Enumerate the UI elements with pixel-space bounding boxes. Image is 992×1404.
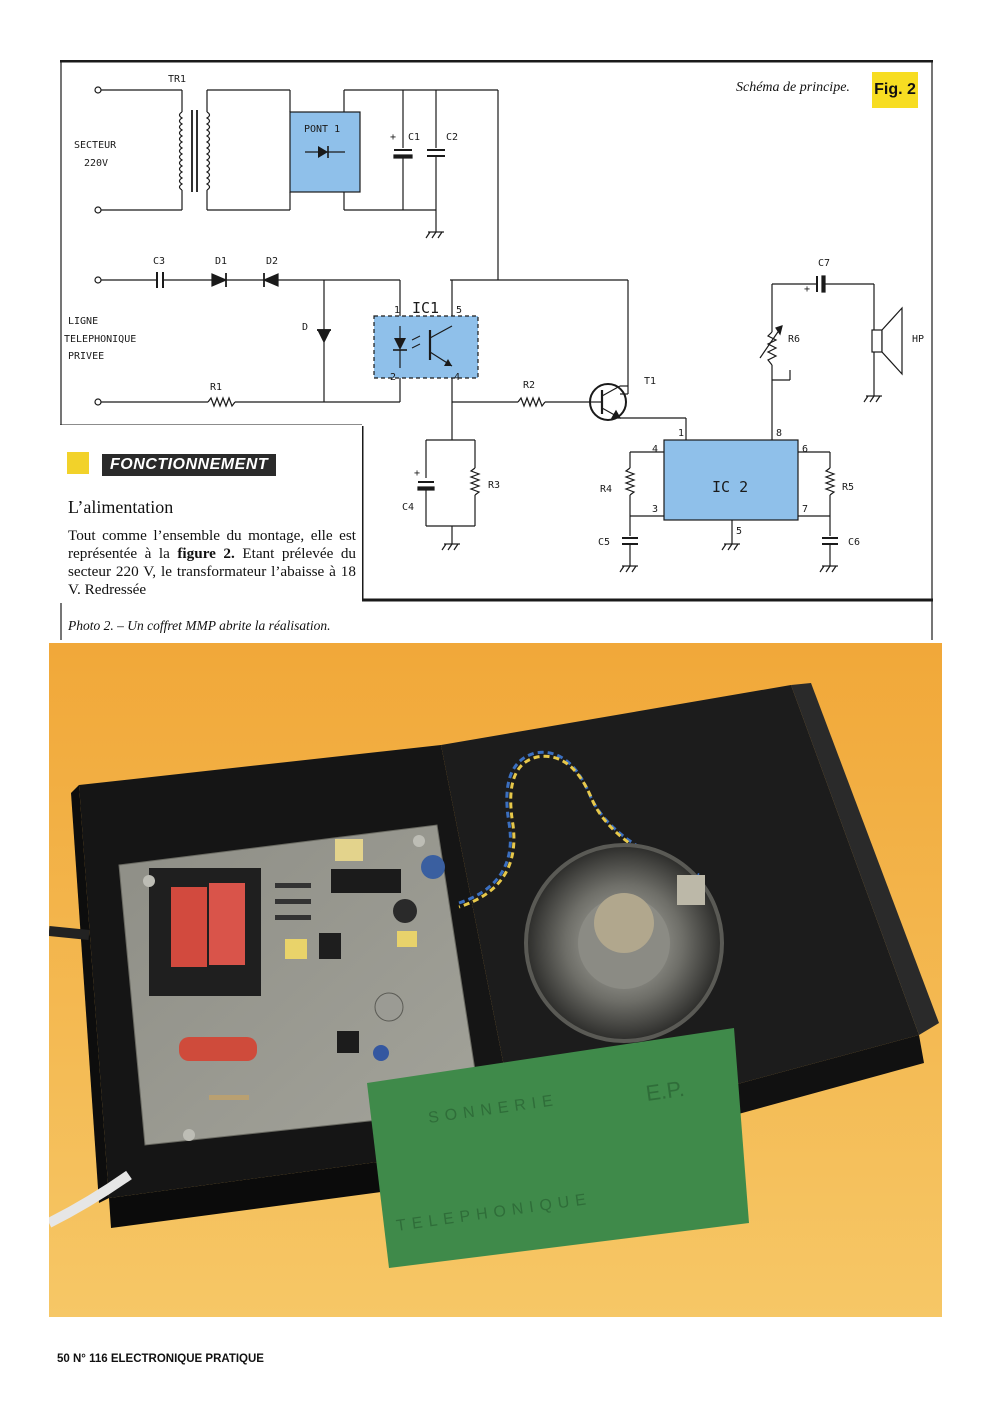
- circuit-schematic: TR1 SECTEUR 220V PONT 1 + C1 C2 C3 D1 D2…: [60, 60, 933, 640]
- label-r5: R5: [842, 482, 854, 493]
- label-plus-c7: +: [804, 284, 810, 295]
- body-text-end: Etant prélevée du secteur 220 V, le tran…: [68, 545, 357, 598]
- article-body: Tout comme l’ensemble du montage, elle e…: [68, 527, 356, 599]
- label-ic2-pin7: 7: [802, 504, 808, 515]
- label-telephonique: TELEPHONIQUE: [64, 334, 136, 345]
- label-ep: E.P.: [644, 1076, 686, 1106]
- label-privee: PRIVEE: [68, 351, 104, 362]
- label-c2: C2: [446, 132, 458, 143]
- label-c5: C5: [598, 537, 610, 548]
- label-ic1-pin1: 1: [394, 305, 400, 316]
- page-footer: 50 N° 116 ELECTRONIQUE PRATIQUE: [57, 1353, 264, 1365]
- section-heading: FONCTIONNEMENT: [102, 454, 277, 476]
- body-text-bold: figure 2.: [177, 545, 235, 562]
- label-ic1-pin4: 4: [454, 372, 460, 383]
- label-ic2-pin6: 6: [802, 444, 808, 455]
- label-ligne: LIGNE: [68, 316, 98, 327]
- label-r6: R6: [788, 334, 800, 345]
- label-r4: R4: [600, 484, 612, 495]
- label-ic2-pin4: 4: [652, 444, 658, 455]
- label-secteur: SECTEUR: [74, 140, 117, 151]
- label-ic1-pin5: 5: [456, 305, 462, 316]
- label-ic2-pin5: 5: [736, 526, 742, 537]
- label-r2: R2: [523, 380, 535, 391]
- label-c4: C4: [402, 502, 414, 513]
- label-ic1: IC1: [412, 299, 439, 317]
- label-ic1-pin2: 2: [390, 372, 396, 383]
- label-t1: T1: [644, 376, 656, 387]
- label-plus-c4: +: [414, 468, 420, 479]
- label-ic2-pin1: 1: [678, 428, 684, 439]
- label-c1: C1: [408, 132, 420, 143]
- article-subheading: L’alimentation: [68, 497, 174, 517]
- project-photo: SONNERIE E.P. TELEPHONIQUE: [46, 643, 942, 1317]
- label-220v: 220V: [84, 158, 108, 169]
- label-hp: HP: [912, 334, 924, 345]
- label-d2: D2: [266, 256, 278, 267]
- body-text-start: Tout comme l’ensemble du montage, elle e…: [68, 527, 356, 562]
- label-c3: C3: [153, 256, 165, 267]
- figure-tag: Fig. 2: [872, 72, 918, 108]
- photo-caption: Photo 2. – Un coffret MMP abrite la réal…: [68, 618, 331, 633]
- label-tr1: TR1: [168, 74, 186, 85]
- label-pont1: PONT 1: [304, 124, 340, 135]
- label-plus-c1: +: [390, 132, 396, 143]
- label-r1: R1: [210, 382, 222, 393]
- label-r3: R3: [488, 480, 500, 491]
- label-ic2: IC 2: [712, 478, 748, 496]
- label-c7: C7: [818, 258, 830, 269]
- label-d1: D1: [215, 256, 227, 267]
- label-ic2-pin8: 8: [776, 428, 782, 439]
- label-c6: C6: [848, 537, 860, 548]
- figure-caption: Schéma de principe.: [736, 80, 850, 95]
- section-marker-square: [67, 452, 89, 474]
- label-ic2-pin3: 3: [652, 504, 658, 515]
- label-d: D: [302, 322, 308, 333]
